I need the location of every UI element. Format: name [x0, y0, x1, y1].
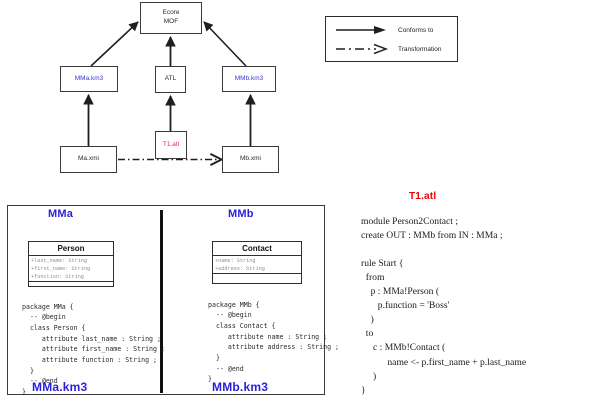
node-mma-km3[interactable]: MMa.km3 — [60, 66, 118, 92]
metamodel-panel — [7, 205, 325, 395]
node-mmb-km3[interactable]: MMb.km3 — [222, 66, 276, 92]
mmb-title: MMb — [228, 208, 254, 220]
solid-arrow-icon — [336, 26, 386, 34]
mma-km3-file-label: MMa.km3 — [32, 380, 88, 394]
node-ma-xmi[interactable]: Ma.xmi — [60, 146, 117, 173]
legend-label-transformation: Transformation — [398, 45, 442, 53]
mmb-km3-file-label: MMb.km3 — [212, 380, 269, 394]
uml-attribute: +function: String — [31, 274, 84, 281]
uml-class-person-name: Person — [29, 242, 113, 256]
atl-code-body: module Person2Contact ; create OUT : MMb… — [361, 215, 527, 396]
node-t1-atl[interactable]: T1.atl — [155, 131, 187, 159]
node-mb-xmi-label: Mb.xmi — [240, 155, 261, 163]
km3-code-mma: package MMa { -- @begin class Person { a… — [22, 302, 165, 396]
uml-class-person-attributes: +last_name: String +first_name: String +… — [29, 256, 113, 283]
node-ma-xmi-label: Ma.xmi — [78, 155, 99, 163]
uml-class-person-operations — [29, 282, 113, 287]
legend-label-conforms-to: Conforms to — [398, 26, 434, 34]
legend-box: Conforms to Transformation — [325, 16, 458, 62]
uml-class-contact-attributes: +name: String +address: String — [213, 256, 301, 275]
node-mb-xmi[interactable]: Mb.xmi — [222, 146, 279, 173]
km3-code-mmb: package MMb { -- @begin class Contact { … — [208, 300, 340, 384]
node-t1-atl-label: T1.atl — [162, 140, 180, 148]
uml-attribute: +address: String — [215, 266, 265, 273]
uml-class-contact-operations — [213, 274, 301, 279]
node-atl-label: ATL — [164, 75, 177, 83]
mma-title: MMa — [48, 208, 74, 220]
uml-class-contact[interactable]: Contact +name: String +address: String — [212, 241, 302, 284]
atl-code-title: T1.atl — [409, 191, 437, 202]
node-atl[interactable]: ATL — [155, 66, 186, 93]
legend-row-conforms-to: Conforms to — [334, 23, 433, 37]
node-mma-km3-label: MMa.km3 — [74, 74, 104, 82]
uml-class-contact-name: Contact — [213, 242, 301, 256]
uml-class-person[interactable]: Person +last_name: String +first_name: S… — [28, 241, 114, 287]
uml-attribute: +first_name: String — [31, 266, 91, 273]
node-ecore-line2: MOF — [163, 18, 179, 25]
node-ecore-mof[interactable]: Ecore MOF — [140, 2, 202, 34]
legend-row-transformation: Transformation — [334, 42, 441, 56]
arrow-mmb-to-ecore — [203, 21, 247, 67]
node-mmb-km3-label: MMb.km3 — [234, 74, 264, 82]
uml-attribute: +last_name: String — [31, 258, 88, 264]
arrow-mma-to-ecore — [90, 21, 139, 67]
dashed-arrow-icon — [336, 43, 389, 55]
uml-attribute: +name: String — [215, 258, 256, 264]
panel-divider — [160, 210, 163, 393]
node-ecore-line1: Ecore — [162, 9, 180, 17]
